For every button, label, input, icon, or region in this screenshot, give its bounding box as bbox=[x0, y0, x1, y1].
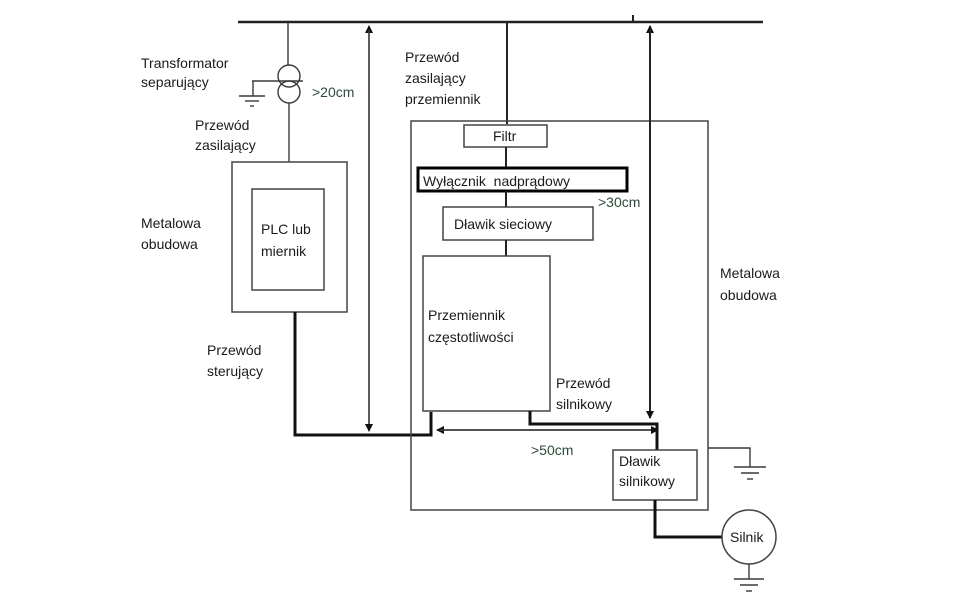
distance-label-50cm: >50cm bbox=[531, 442, 573, 458]
motor-wire bbox=[653, 500, 722, 539]
transformer-icon bbox=[277, 64, 301, 104]
svg-text:Przewód zasilający prz: Przewód zasilający przemiennik bbox=[405, 49, 481, 107]
inverter-label-1: Przemiennik bbox=[428, 307, 506, 323]
motor-reactor-box bbox=[612, 449, 698, 501]
motor-label: Silnik bbox=[730, 529, 764, 545]
transformer-label-1: Transformator bbox=[141, 55, 229, 71]
inverter-supply-label-1: Przewód bbox=[405, 49, 459, 65]
transformer-label-2: separujący bbox=[141, 74, 209, 90]
distance-label-30cm: >30cm bbox=[598, 194, 640, 210]
inverter-box bbox=[422, 255, 551, 412]
filter-label: Filtr bbox=[493, 128, 517, 144]
ground-icon-enclosure bbox=[708, 447, 766, 480]
metal-enclosure-left-label-2: obudowa bbox=[141, 236, 198, 252]
supply-cable-label-1: Przewód bbox=[195, 117, 249, 133]
inverter-supply-label-2: zasilający bbox=[405, 70, 466, 86]
motor-cable-label-1: Przewód bbox=[556, 375, 610, 391]
motor-cable-label-2: silnikowy bbox=[556, 396, 612, 412]
svg-text:Metalowa obudowa: Metalowa obudowa bbox=[141, 215, 205, 252]
svg-text:Przewód zasilający: Przewód zasilający bbox=[195, 117, 256, 153]
distance-label-20cm: >20cm bbox=[312, 84, 354, 100]
svg-text:Dławik silnikowy: Dławik silnikowy bbox=[619, 453, 675, 489]
ground-icon-motor bbox=[734, 564, 764, 592]
ground-icon-transformer bbox=[239, 81, 265, 107]
svg-text:Przemiennik częstotliwości: Przemiennik częstotliwości bbox=[428, 307, 514, 345]
line-reactor-box bbox=[442, 206, 594, 241]
breaker-box bbox=[416, 166, 629, 193]
control-cable-label-1: Przewód bbox=[207, 342, 261, 358]
supply-cable-label-2: zasilający bbox=[195, 137, 256, 153]
motor-cable bbox=[528, 411, 659, 450]
svg-text:PLC lub miernik: PLC lub miernik bbox=[261, 221, 315, 259]
metal-enclosure-right-label-1: Metalowa bbox=[720, 265, 780, 281]
breaker-label: Wyłącznik nadprądowy bbox=[423, 173, 570, 189]
svg-text:Metalowa obudowa: Metalowa obudowa bbox=[720, 265, 784, 303]
control-cable bbox=[293, 312, 433, 437]
metal-enclosure-right-label-2: obudowa bbox=[720, 287, 777, 303]
inverter-supply-label-3: przemiennik bbox=[405, 91, 481, 107]
control-cable-label-2: sterujący bbox=[207, 363, 263, 379]
metal-enclosure-right bbox=[410, 120, 709, 511]
svg-text:Przewód sterujący: Przewód sterujący bbox=[207, 342, 265, 379]
svg-text:Transformator separujący: Transformator separujący bbox=[141, 55, 232, 90]
inverter-label-2: częstotliwości bbox=[428, 329, 514, 345]
metal-enclosure-left-label-1: Metalowa bbox=[141, 215, 201, 231]
plc-label-1: PLC lub bbox=[261, 221, 311, 237]
svg-text:Przewód silnikowy: Przewód silnikowy bbox=[556, 375, 614, 412]
motor-reactor-label-1: Dławik bbox=[619, 453, 661, 469]
plc-box bbox=[251, 188, 325, 291]
motor-reactor-label-2: silnikowy bbox=[619, 473, 675, 489]
plc-label-2: miernik bbox=[261, 243, 307, 259]
line-reactor-label: Dławik sieciowy bbox=[454, 216, 552, 232]
